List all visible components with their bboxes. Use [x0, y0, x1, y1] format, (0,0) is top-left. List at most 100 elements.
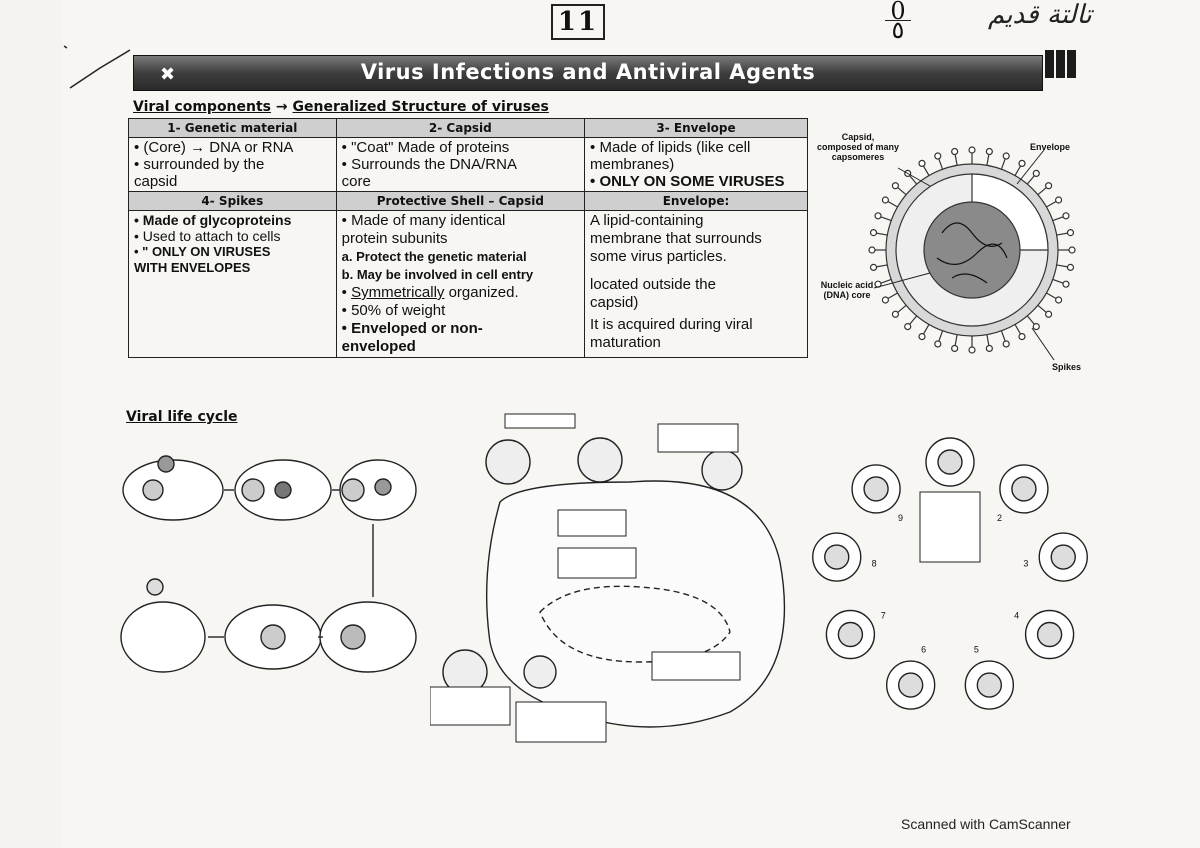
spike-knob: [1066, 229, 1075, 237]
cycle-stage-nucleus: [824, 544, 850, 570]
handwritten-fraction: 0 ٥: [885, 0, 911, 44]
text-line: b. May be involved in cell entry: [341, 267, 534, 282]
spike-knob: [869, 229, 878, 237]
spike-knob: [1002, 152, 1010, 160]
cell-envelope: • Made of lipids (like cell membranes) •…: [584, 137, 808, 192]
text-line: WITH ENVELOPES: [134, 260, 251, 275]
header-envelope: 3- Envelope: [584, 118, 808, 138]
text-line: capsid: [134, 173, 178, 190]
spike-knob: [1055, 196, 1063, 204]
virus-structure-figure: Capsid, composed of many capsomeres Enve…: [812, 128, 1092, 388]
text-line: membrane that surrounds: [590, 230, 762, 247]
page-number-box: 11: [551, 4, 605, 40]
spike-knob: [874, 212, 882, 220]
spike-knob: [1068, 246, 1076, 254]
fraction-top: 0: [890, 0, 906, 25]
cycle-stage-nucleus: [897, 672, 924, 698]
handwritten-note: تالتة قديم: [988, 0, 1092, 30]
spike-knob: [918, 159, 926, 167]
spike-knob: [1032, 169, 1040, 177]
spike-knob: [1055, 296, 1063, 304]
spike-knob: [1045, 182, 1053, 190]
spike-knob: [968, 146, 976, 154]
spike-knob: [1018, 159, 1026, 167]
text-line: • " ONLY ON VIRUSES: [134, 244, 271, 259]
spike-knob: [891, 310, 899, 318]
leader-lines: [873, 149, 1055, 361]
cycle-stage-nucleus: [1050, 544, 1076, 570]
header-envelope2: Envelope:: [584, 191, 808, 211]
text-line: capsid): [590, 294, 639, 311]
section-label: Viral components: [133, 99, 272, 115]
spike-knob: [951, 147, 959, 156]
cycle-stage-nucleus: [976, 672, 1003, 698]
spike-knob: [1018, 333, 1026, 341]
components-table: 1- Genetic material 2- Capsid 3- Envelop…: [128, 118, 808, 358]
envelope-label: Envelope: [1030, 142, 1071, 152]
cell-capsid: • "Coat" Made of proteins • Surrounds th…: [335, 137, 586, 192]
cell-genetic: • (Core) → DNA or RNA • surrounded by th…: [128, 137, 337, 192]
life-cycle-diagram-hiv: [430, 413, 786, 743]
page-title: Virus Infections and Antiviral Agents: [360, 60, 816, 84]
fraction-bottom: ٥: [891, 16, 905, 44]
life-cycle-diagram-circular: 123456789: [812, 437, 1088, 710]
text-line: a. Protect the genetic material: [341, 249, 527, 264]
arrow: →: [275, 99, 288, 115]
text-line: It is acquired during viral: [590, 316, 753, 333]
cycle-stage-number: 9: [898, 513, 903, 523]
header-shell: Protective Shell – Capsid: [335, 191, 586, 211]
spike-knob: [891, 182, 899, 190]
spike-knob: [985, 147, 993, 156]
text-line: core: [341, 173, 371, 190]
spike-knob: [968, 346, 976, 354]
text-line: • Made of many identical: [341, 212, 506, 229]
cycle-stage-number: 8: [872, 559, 877, 569]
cycle-stage-number: 5: [974, 644, 979, 654]
text-line: protein subunits: [341, 230, 448, 247]
text-line: located outside the: [590, 276, 716, 293]
text-line: some virus particles.: [590, 248, 727, 265]
text-line: maturation: [590, 334, 661, 351]
header-genetic: 1- Genetic material: [128, 118, 337, 138]
header-capsid: 2- Capsid: [335, 118, 586, 138]
cycle-stage-nucleus: [937, 449, 963, 475]
title-bar: ✖ Virus Infections and Antiviral Agents: [133, 55, 1043, 91]
cell-envelope2: A lipid-containing membrane that surroun…: [584, 210, 808, 358]
underlined-word: Symmetrically: [351, 284, 445, 301]
spike-knob: [1002, 340, 1010, 348]
spike-knob: [934, 340, 942, 348]
text-line: • Used to attach to cells: [134, 228, 281, 244]
text-line: • Made of lipids (like cell: [590, 139, 751, 156]
spike-knob: [1032, 323, 1040, 331]
scanner-watermark: Scanned with CamScanner: [901, 816, 1071, 832]
spike-knob: [904, 323, 912, 331]
cycle-stage-number: 7: [881, 611, 886, 621]
spike-knob: [868, 246, 876, 254]
virus-illustration: [868, 146, 1076, 354]
spike-knob: [1062, 280, 1070, 288]
text-line: A lipid-containing: [590, 212, 704, 229]
pen-mark: [63, 45, 131, 89]
spike-knob: [881, 196, 889, 204]
capsid-label: Capsid, composed of many capsomeres: [816, 132, 899, 162]
spike-knob: [918, 333, 926, 341]
header-spikes: 4- Spikes: [128, 191, 337, 211]
cycle-stage-number: 4: [1014, 611, 1019, 621]
text-line: • "Coat" Made of proteins: [341, 139, 510, 156]
text-line: • Made of glycoproteins: [134, 212, 292, 228]
spike-knob: [1066, 263, 1075, 271]
section-sublabel: Generalized Structure of viruses: [292, 99, 549, 115]
text-line: membranes): [590, 156, 675, 173]
cycle-stage-nucleus: [1036, 621, 1063, 648]
cycle-stage-number: 3: [1023, 559, 1028, 569]
spike-knob: [985, 344, 993, 353]
cycle-stage-nucleus: [837, 621, 864, 648]
text-line: • surrounded by the: [134, 156, 265, 173]
cycle-stage-nucleus: [1011, 476, 1037, 502]
cycle-stage-number: 2: [997, 513, 1002, 523]
section-heading-lifecycle: Viral life cycle: [126, 409, 238, 425]
spike-knob: [869, 263, 878, 271]
text-line: • 50% of weight: [341, 302, 446, 319]
title-end-bars: [1045, 50, 1076, 78]
life-cycle-diagram-cells: [120, 455, 417, 673]
